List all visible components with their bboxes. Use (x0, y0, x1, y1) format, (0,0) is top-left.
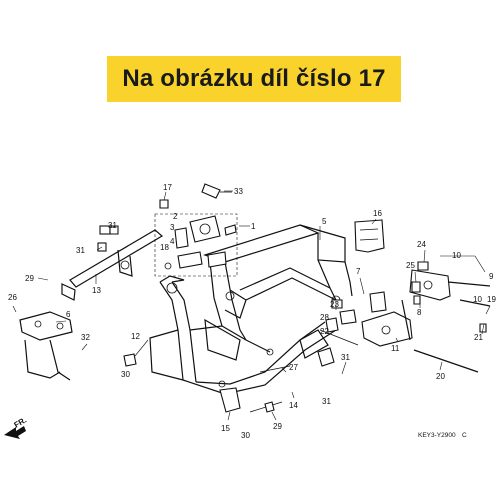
callout-33: 33 (234, 187, 243, 196)
callout-14: 14 (289, 401, 298, 410)
callout-1: 1 (251, 222, 256, 231)
leader-lines (12, 190, 491, 421)
left-bracket-assembly (61, 225, 164, 301)
top-small-parts (109, 183, 232, 235)
callout-25: 25 (406, 261, 415, 270)
callout-17: 17 (163, 183, 172, 192)
callout-30-bottom: 30 (241, 431, 250, 440)
callout-2: 2 (173, 212, 178, 221)
drawing-code-suffix: C (462, 432, 467, 439)
callout-12: 12 (131, 332, 140, 341)
callout-22: 22 (320, 327, 329, 336)
rear-plate (354, 219, 385, 253)
callout-4: 4 (170, 237, 175, 246)
part-number-banner: Na obrázku díl číslo 17 (107, 56, 401, 102)
callout-labels: 17 33 2 1 5 16 3 31 18 4 31 29 13 26 24 … (8, 183, 496, 440)
banner-text: Na obrázku díl číslo 17 (122, 65, 386, 92)
callout-19: 19 (487, 295, 496, 304)
callout-10-top: 10 (452, 251, 461, 260)
front-label: FR. (13, 415, 29, 429)
callout-8: 8 (417, 308, 422, 317)
callout-28: 28 (320, 313, 329, 322)
callout-26: 26 (8, 293, 17, 302)
callout-13: 13 (92, 286, 101, 295)
callout-7: 7 (356, 267, 361, 276)
callout-6: 6 (66, 310, 71, 319)
drawing-code: KEY3-Y2900 (418, 432, 456, 439)
callout-31-bottom: 31 (322, 397, 331, 406)
callout-11: 11 (391, 344, 400, 353)
right-side-parts (409, 261, 491, 333)
callout-30-left: 30 (121, 370, 130, 379)
callout-16: 16 (373, 209, 382, 218)
bottom-parts (123, 329, 359, 413)
callout-15: 15 (221, 424, 230, 433)
callout-5: 5 (322, 217, 327, 226)
front-direction-marker: FR. (4, 415, 28, 439)
callout-31-left: 31 (76, 246, 85, 255)
callout-21: 21 (474, 333, 483, 342)
callout-9: 9 (489, 272, 494, 281)
callout-18: 18 (160, 243, 169, 252)
callout-3: 3 (170, 223, 175, 232)
callout-23: 23 (330, 300, 339, 309)
center-parts (325, 291, 413, 347)
callout-24: 24 (417, 240, 426, 249)
front-arrow-icon (4, 426, 26, 439)
long-bolt (413, 349, 479, 373)
callout-32: 32 (81, 333, 90, 342)
callout-29-left: 29 (25, 274, 34, 283)
callout-20: 20 (436, 372, 445, 381)
callout-29-bottom: 29 (273, 422, 282, 431)
lock-set (154, 213, 238, 277)
main-stand (19, 311, 73, 381)
callout-27: 27 (289, 363, 298, 372)
callout-10-bottom: 10 (473, 295, 482, 304)
callout-31-top: 31 (108, 221, 117, 230)
callout-31-center: 31 (341, 353, 350, 362)
main-frame (149, 224, 353, 395)
